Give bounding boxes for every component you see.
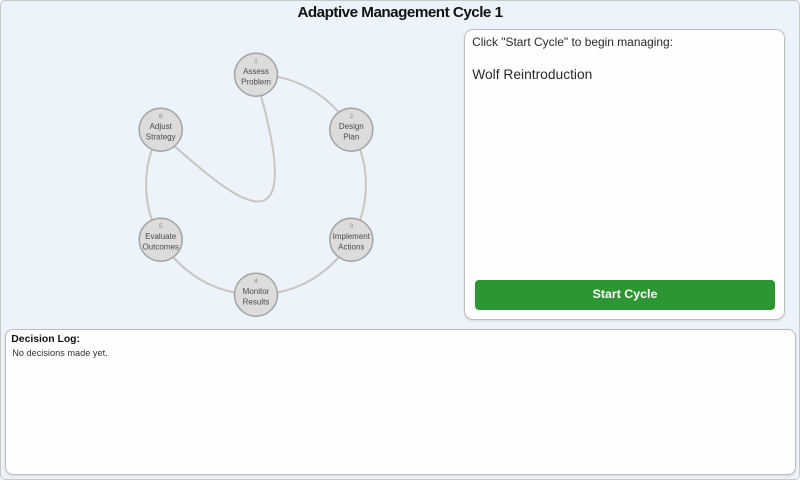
svg-text:Implement: Implement (333, 232, 371, 241)
svg-text:4: 4 (254, 278, 258, 285)
svg-text:2: 2 (349, 113, 353, 120)
svg-text:Results: Results (243, 297, 270, 306)
svg-text:Strategy: Strategy (146, 132, 176, 141)
svg-text:1: 1 (254, 58, 258, 65)
svg-text:Adjust: Adjust (150, 122, 173, 131)
svg-text:Evaluate: Evaluate (145, 232, 177, 241)
svg-text:Monitor: Monitor (243, 287, 270, 296)
svg-text:Design: Design (339, 122, 364, 131)
svg-text:Plan: Plan (343, 132, 359, 141)
svg-text:Assess: Assess (243, 67, 269, 76)
svg-text:Problem: Problem (241, 77, 271, 86)
svg-text:Actions: Actions (338, 242, 364, 251)
svg-text:5: 5 (159, 223, 163, 230)
svg-text:3: 3 (349, 223, 353, 230)
svg-text:Outcomes: Outcomes (142, 242, 178, 251)
svg-text:6: 6 (159, 113, 163, 120)
